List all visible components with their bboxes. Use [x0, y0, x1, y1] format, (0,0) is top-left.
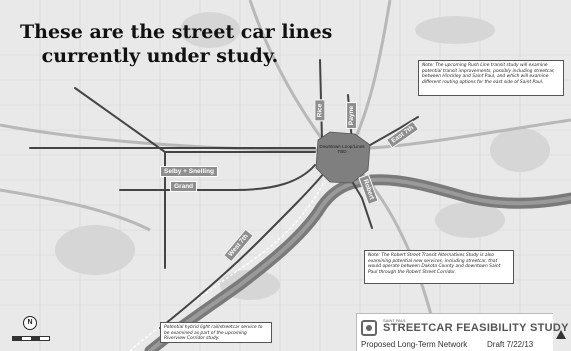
title-block: SAINT PAUL STREETCAR FEASIBILITY STUDY P… — [356, 313, 568, 351]
map-date: Draft 7/22/13 — [487, 340, 534, 349]
streetcar-logo-icon — [361, 320, 377, 336]
note-rush-line: Note: The upcoming Rush Line transit stu… — [418, 60, 564, 96]
note-riverview: Potential hybrid light rail/streetcar se… — [160, 322, 272, 343]
line-robert — [349, 177, 373, 229]
river-highlight — [148, 177, 571, 351]
north-arrow-icon: N — [23, 316, 37, 330]
line-selby-snelling — [74, 87, 316, 153]
line-grand — [119, 164, 316, 191]
downtown-label: Downtown Loop/Lines TBD — [319, 144, 365, 155]
headline: These are the street car lines currently… — [20, 20, 333, 68]
label-selby-snelling: Selby + Snelling — [160, 166, 219, 177]
label-grand: Grand — [170, 181, 198, 192]
headline-line-1: These are the street car lines — [20, 21, 333, 43]
scale-bar — [12, 336, 50, 341]
line-west-7th — [159, 171, 326, 329]
parks — [55, 12, 550, 300]
downtown-area — [315, 131, 371, 184]
map-subtitle: Proposed Long-Term Network — [361, 340, 468, 349]
headline-line-2: currently under study. — [41, 45, 279, 67]
label-rice: Rice — [314, 99, 326, 122]
triangle-logo-icon — [556, 330, 566, 339]
brand-city: SAINT PAUL — [383, 318, 406, 323]
brand-title: STREETCAR FEASIBILITY STUDY — [383, 322, 569, 334]
label-payne: Payne — [346, 101, 358, 130]
note-robert-street: Note: The Robert Street Transit Alternat… — [364, 250, 514, 284]
